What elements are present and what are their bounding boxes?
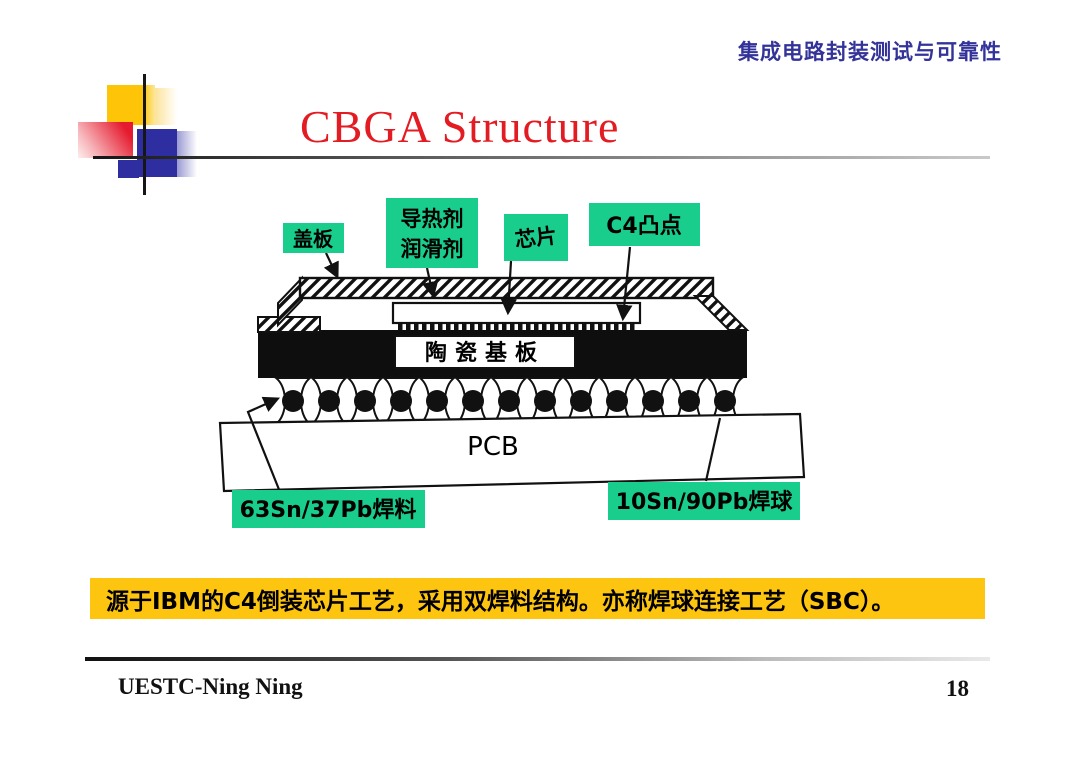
footer-author: UESTC-Ning Ning: [118, 674, 303, 699]
callout-c4-bump: [616, 246, 633, 322]
solder-joint: [383, 377, 419, 425]
label-chip: 芯片: [504, 214, 568, 261]
deco-red-square: [78, 122, 133, 158]
label-cover-plate-text: 盖板: [293, 227, 334, 251]
label-solder-left-text: 63Sn/37Pb焊料: [240, 498, 417, 523]
deco-vertical-line: [143, 74, 146, 195]
solder-joint: [419, 377, 455, 425]
label-solder-ball-right: 10Sn/90Pb焊球: [608, 482, 800, 520]
label-cover-plate: 盖板: [283, 223, 344, 253]
label-solder-ball-right-text: 10Sn/90Pb焊球: [616, 490, 794, 515]
page-title: CBGA Structure: [300, 101, 620, 152]
lid-left-step: [257, 316, 321, 333]
callout-solder-ball-right: [704, 417, 722, 482]
label-thermal-agent-line1: 导热剂: [401, 207, 464, 231]
ceramic-substrate-box: [394, 335, 576, 369]
label-chip-text: 芯片: [514, 224, 559, 253]
c4-bump-row: [398, 323, 638, 330]
callout-solder-left: [246, 396, 282, 493]
deco-small-blue-square: [118, 160, 139, 178]
label-c4-bump: C4凸点: [589, 203, 700, 246]
deco-yellow-square-fade: [155, 88, 177, 125]
chip-rect: [391, 301, 642, 325]
cbga-diagram: 陶瓷基板 PCB 盖板: [218, 198, 806, 528]
callout-chip: [500, 260, 518, 316]
pcb-label: PCB: [467, 432, 519, 462]
label-thermal-agent: 导热剂 润滑剂: [386, 198, 478, 268]
course-title: 集成电路封装测试与可靠性: [738, 40, 1002, 64]
callout-thermal-agent: [422, 267, 439, 299]
lid-top-plate: [298, 276, 715, 300]
solder-joint: [311, 377, 347, 425]
page-number: 18: [946, 676, 969, 701]
deco-yellow-square: [107, 85, 155, 125]
pcb-board: [218, 412, 806, 493]
title-underline: [93, 156, 990, 159]
label-solder-left: 63Sn/37Pb焊料: [232, 490, 425, 528]
label-c4-bump-text: C4凸点: [606, 213, 681, 239]
solder-joint: [275, 377, 311, 425]
solder-joint: [347, 377, 383, 425]
label-thermal-agent-line2: 润滑剂: [401, 237, 464, 261]
footer-separator: [85, 657, 990, 661]
solder-joint: [455, 377, 491, 425]
note-banner: 源于IBM的C4倒装芯片工艺，采用双焊料结构。亦称焊球连接工艺（SBC）。: [90, 578, 985, 619]
ceramic-substrate-label: 陶瓷基板: [425, 340, 545, 366]
callout-cover-plate: [323, 252, 339, 279]
solder-joint: [491, 377, 527, 425]
deco-blue-square-fade: [177, 131, 197, 177]
lid-right-leg: [692, 295, 750, 331]
